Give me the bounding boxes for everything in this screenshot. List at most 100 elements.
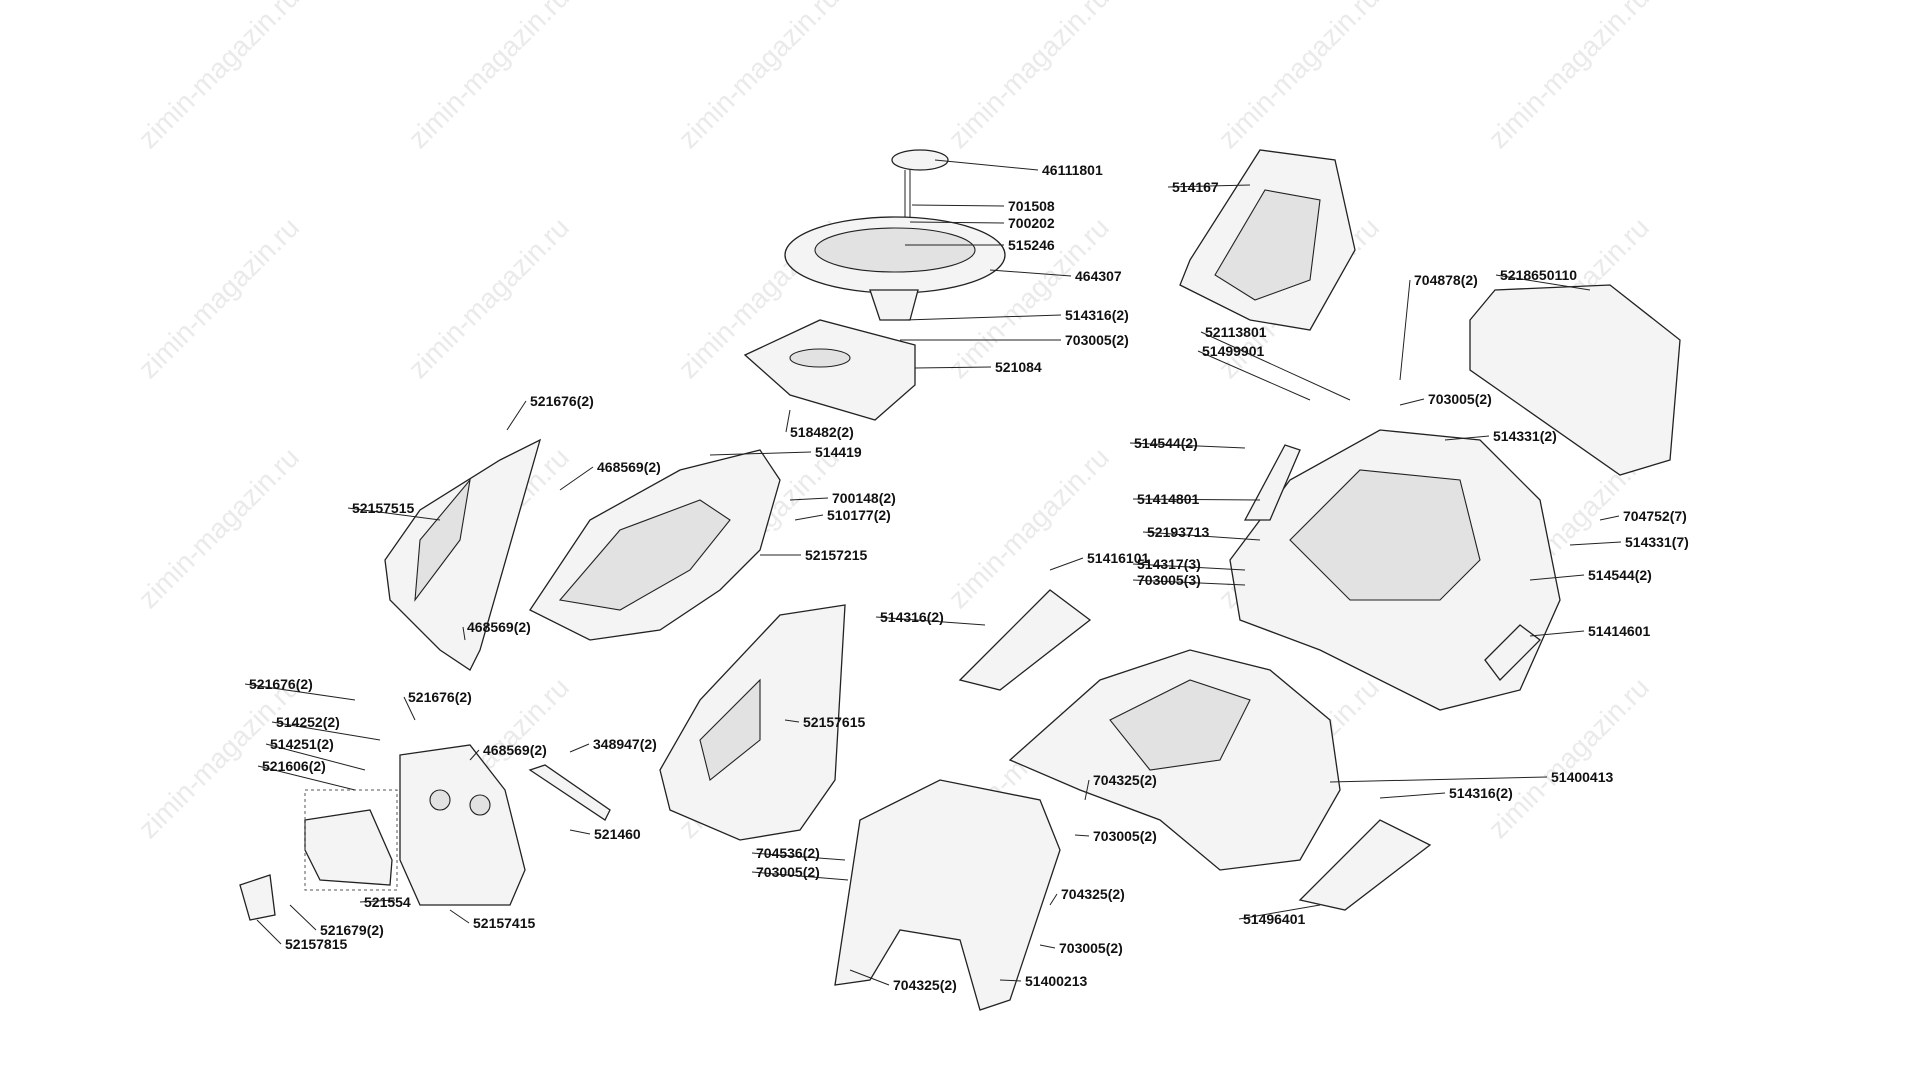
- leader-line: [1399, 279, 1411, 381]
- leader-line: [709, 451, 812, 456]
- watermark-text: zimin-magazin.ru: [1212, 0, 1385, 154]
- leader-line: [506, 400, 527, 431]
- bracket-521460: [528, 764, 611, 821]
- floor-panel: [1008, 649, 1341, 871]
- leader-line: [785, 409, 791, 433]
- part-label: 703005(2): [1428, 391, 1492, 407]
- part-label: 52157215: [805, 547, 868, 563]
- part-label: 468569(2): [597, 459, 661, 475]
- leader-line: [1399, 398, 1425, 406]
- part-label: 521084: [995, 359, 1042, 375]
- leader-line: [914, 366, 992, 369]
- part-label: 52157815: [285, 936, 348, 952]
- leader-line: [1238, 904, 1321, 920]
- leader-line: [359, 899, 396, 903]
- seat: [1179, 149, 1356, 331]
- leader-line: [1039, 944, 1056, 949]
- part-label: 704325(2): [1061, 886, 1125, 902]
- leader-line: [999, 979, 1022, 982]
- part-label: 704325(2): [893, 977, 957, 993]
- leader-line: [569, 829, 591, 835]
- part-label: 468569(2): [483, 742, 547, 758]
- watermark-text: zimin-magazin.ru: [942, 0, 1115, 154]
- watermark-text: zimin-magazin.ru: [1482, 672, 1655, 845]
- part-label: 704536(2): [756, 845, 820, 861]
- part-label: 514252(2): [276, 714, 340, 730]
- part-label: 51496401: [1243, 911, 1306, 927]
- leader-line: [1132, 563, 1246, 571]
- leader-line: [1049, 557, 1084, 571]
- leader-line: [1197, 350, 1311, 401]
- part-label: 704325(2): [1093, 772, 1157, 788]
- part-label: 521676(2): [530, 393, 594, 409]
- leader-line: [1495, 274, 1591, 291]
- leader-line: [1529, 574, 1585, 581]
- watermark-text: zimin-magazin.ru: [402, 212, 575, 385]
- leader-line: [784, 719, 800, 723]
- part-label: 514419: [815, 444, 862, 460]
- part-label: 510177(2): [827, 507, 891, 523]
- leader-line: [1074, 834, 1090, 837]
- left-side-panel: [384, 438, 542, 671]
- side-bracket-51414801: [1243, 444, 1301, 521]
- part-label: 521676(2): [408, 689, 472, 705]
- part-label: 51400213: [1025, 973, 1088, 989]
- leader-line: [559, 466, 594, 491]
- right-footrest: [1298, 819, 1432, 911]
- leader-line: [1200, 331, 1351, 401]
- left-footrest: [958, 589, 1092, 691]
- leader-line: [1129, 442, 1246, 449]
- leader-line: [347, 507, 441, 521]
- leader-line: [257, 765, 356, 791]
- steering-wheel: [784, 216, 1006, 321]
- part-label: 514331(7): [1625, 534, 1689, 550]
- leader-line: [1167, 184, 1251, 188]
- leader-line: [789, 497, 829, 501]
- part-label: 51499901: [1202, 343, 1265, 359]
- part-label: 703005(3): [1137, 572, 1201, 588]
- part-label: 514251(2): [270, 736, 334, 752]
- part-label: 518482(2): [790, 424, 854, 440]
- leader-line: [989, 269, 1072, 277]
- leader-line: [875, 616, 986, 626]
- leader-line: [934, 159, 1039, 171]
- leader-line: [1529, 630, 1585, 637]
- watermark-text: zimin-magazin.ru: [672, 0, 845, 154]
- watermark-text: zimin-magazin.ru: [132, 442, 305, 615]
- leader-line: [244, 683, 356, 701]
- grass-catcher: [1469, 284, 1681, 476]
- steering-wheel-cap: [891, 149, 949, 220]
- part-label: 468569(2): [467, 619, 531, 635]
- leader-line: [271, 721, 381, 741]
- part-label: 514316(2): [880, 609, 944, 625]
- leader-line: [904, 314, 1062, 321]
- part-label: 700202: [1008, 215, 1055, 231]
- leader-line: [751, 852, 846, 861]
- front-shield: [834, 779, 1061, 1011]
- part-label: 51414601: [1588, 623, 1651, 639]
- part-label: 51414801: [1137, 491, 1200, 507]
- right-side-panel: [659, 604, 846, 841]
- leader-line: [469, 749, 480, 761]
- rear-body: [1229, 429, 1561, 711]
- part-label: 521554: [364, 894, 411, 910]
- part-label: 514316(2): [1065, 307, 1129, 323]
- leader-line: [1329, 776, 1548, 783]
- part-label: 521679(2): [320, 922, 384, 938]
- leader-line: [1132, 498, 1261, 501]
- part-label: 51416101: [1087, 550, 1150, 566]
- part-label: 5218650110: [1500, 267, 1577, 283]
- label-layer: 4643075141675144195152465210845214605215…: [244, 159, 1689, 993]
- part-label: 703005(2): [756, 864, 820, 880]
- part-label: 51400413: [1551, 769, 1614, 785]
- part-label: 52193713: [1147, 524, 1210, 540]
- leader-line: [751, 871, 849, 881]
- part-label: 52157615: [803, 714, 866, 730]
- part-label: 52113801: [1205, 324, 1267, 340]
- leader-line: [289, 904, 317, 931]
- part-label: 348947(2): [593, 736, 657, 752]
- leader-line: [1132, 579, 1246, 586]
- part-label: 514331(2): [1493, 428, 1557, 444]
- part-label: 52157515: [352, 500, 415, 516]
